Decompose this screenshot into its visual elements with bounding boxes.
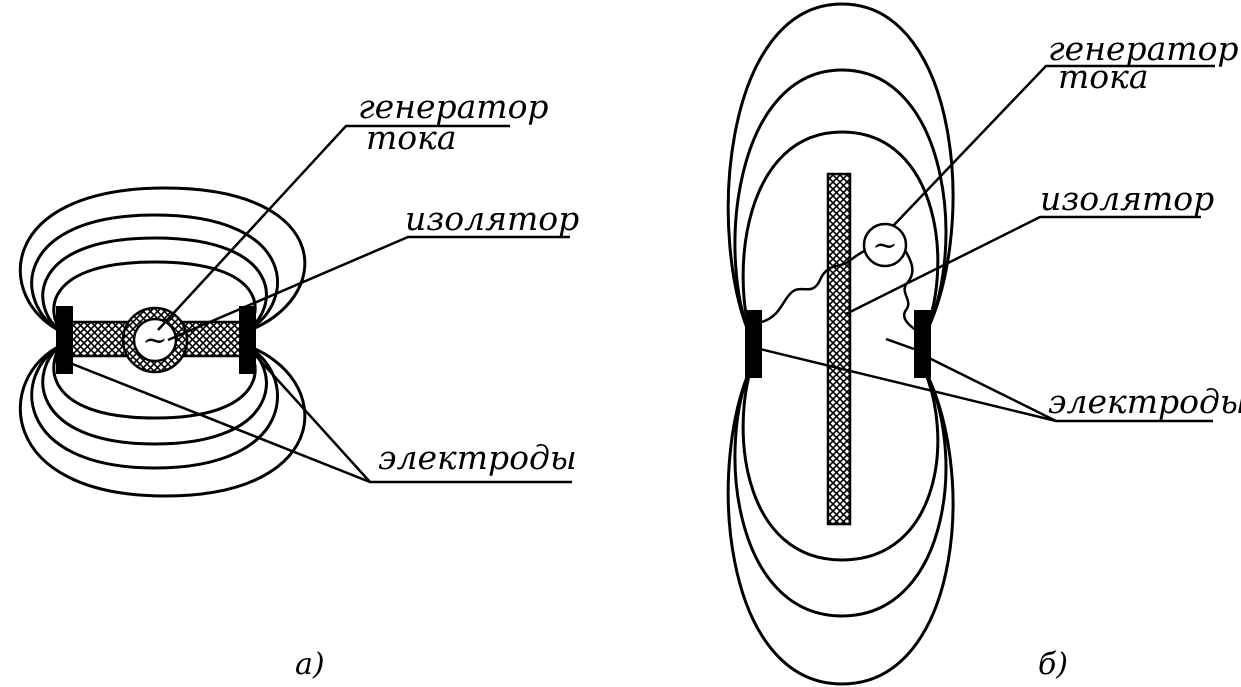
- electrode-right-b: [914, 310, 931, 378]
- caption-a: а): [295, 647, 325, 682]
- electrode-left-b: [745, 310, 762, 378]
- generator-symbol-b: [862, 222, 908, 268]
- figure-b: ~ генератор тока изолятор электроды б): [726, 2, 1241, 686]
- electrode-left-a: [56, 306, 73, 374]
- leader-lines-b: [759, 64, 1215, 423]
- wire-right-b: [902, 249, 917, 332]
- electrode-right-a: [239, 306, 256, 374]
- label-electrodes-a: электроды: [378, 438, 577, 477]
- field-lines-lower-b: [726, 364, 955, 686]
- insulator-bar-b: [826, 172, 852, 526]
- wire-left-b: [761, 248, 867, 324]
- label-insulator-a: изолятор: [405, 199, 579, 238]
- label-generator-a: генератор: [358, 87, 549, 126]
- label-generator-tok-b: тока: [1058, 57, 1149, 96]
- field-lines-upper-b: [726, 2, 955, 341]
- label-generator-tok-a: тока: [366, 118, 457, 157]
- label-generator-b: генератор: [1048, 29, 1239, 68]
- label-insulator-b: изолятор: [1040, 179, 1214, 218]
- generator-symbol-a: [132, 317, 178, 363]
- generator-tilde-b: ~: [872, 228, 897, 263]
- label-electrodes-b: электроды: [1048, 382, 1241, 421]
- figure-a: ~ генератор тока изолятор электроды а): [18, 87, 579, 682]
- caption-b: б): [1038, 647, 1068, 682]
- generator-tilde-a: ~: [142, 323, 167, 358]
- leader-lines-a: [69, 124, 572, 484]
